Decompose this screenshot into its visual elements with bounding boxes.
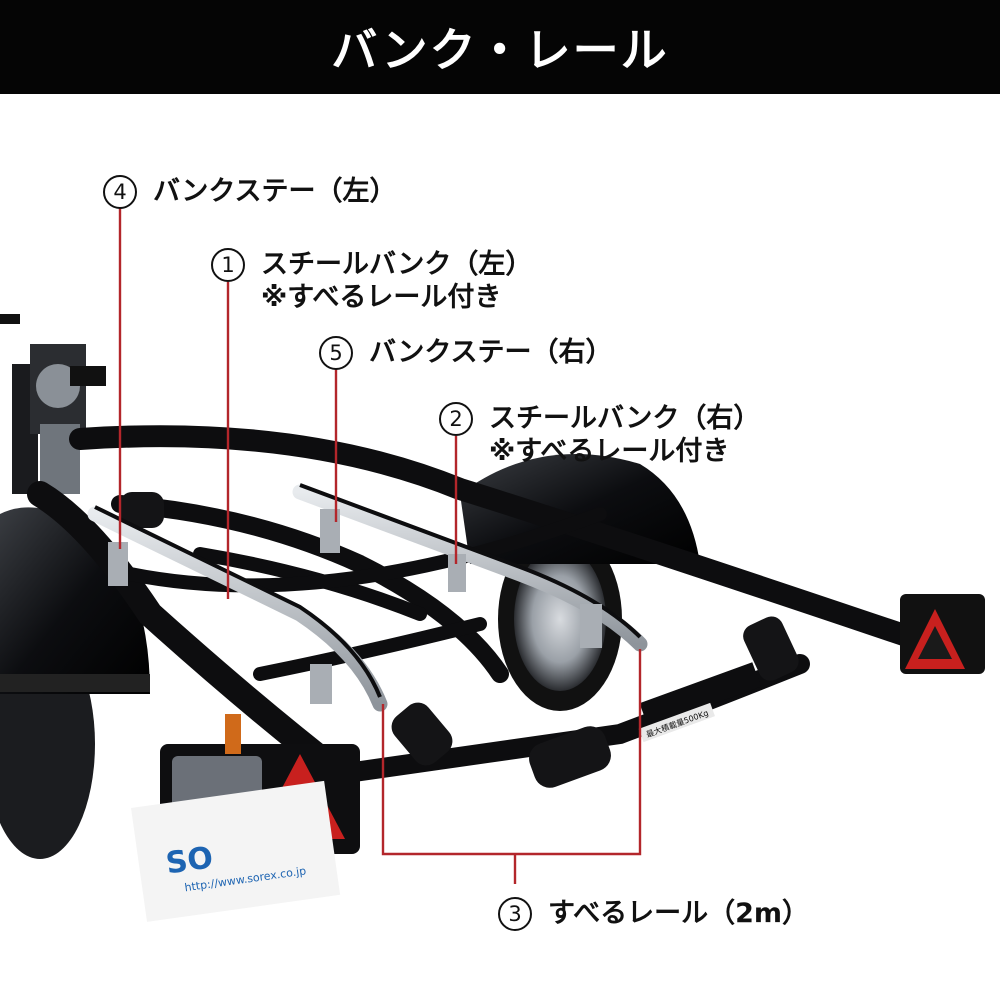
callout-number-3: 3	[498, 897, 532, 931]
leader-lines	[118, 206, 642, 884]
steel-bunk-left	[87, 505, 388, 712]
callout-steel-bunk-left: 1 スチールバンク（左） ※すべるレール付き	[211, 248, 532, 314]
callout-label-line2: ※すべるレール付き	[489, 436, 730, 467]
header-bar: バンク・レール	[0, 0, 1000, 94]
callout-label-line1: スチールバンク（左）	[261, 249, 533, 280]
callout-number-2: 2	[439, 402, 473, 436]
winch-assembly	[0, 314, 106, 494]
steel-bunk-right	[292, 483, 648, 652]
keel-rollers	[120, 492, 799, 788]
callout-bank-stay-right: 5 バンクステー（右）	[319, 336, 613, 370]
product-photo: 最大積載量500Kg	[0, 94, 1000, 1000]
callout-number-4: 4	[103, 175, 137, 209]
leader-3-bracket	[381, 649, 642, 856]
svg-text:SO: SO	[164, 840, 216, 881]
callout-label: バンクステー（左）	[153, 176, 397, 207]
callout-label-line1: スチールバンク（右）	[489, 403, 761, 434]
right-taillight	[900, 594, 985, 674]
callout-label: すべるレール（2m）	[548, 898, 810, 929]
cross-beam	[639, 662, 762, 728]
callout-label-line2: ※すべるレール付き	[261, 282, 502, 313]
callout-number-5: 5	[319, 336, 353, 370]
page-title: バンク・レール	[331, 23, 669, 77]
callout-bank-stay-left: 4 バンクステー（左）	[103, 175, 397, 209]
license-plate: SO http://www.sorex.co.jp	[131, 780, 341, 922]
callout-label: バンクステー（右）	[369, 337, 613, 368]
bunk-stays	[108, 509, 602, 704]
callout-sliding-rail: 3 すべるレール（2m）	[498, 897, 809, 931]
callout-steel-bunk-right: 2 スチールバンク（右） ※すべるレール付き	[439, 402, 760, 468]
trailer-illustration: 最大積載量500Kg	[0, 206, 985, 922]
callout-number-1: 1	[211, 248, 245, 282]
